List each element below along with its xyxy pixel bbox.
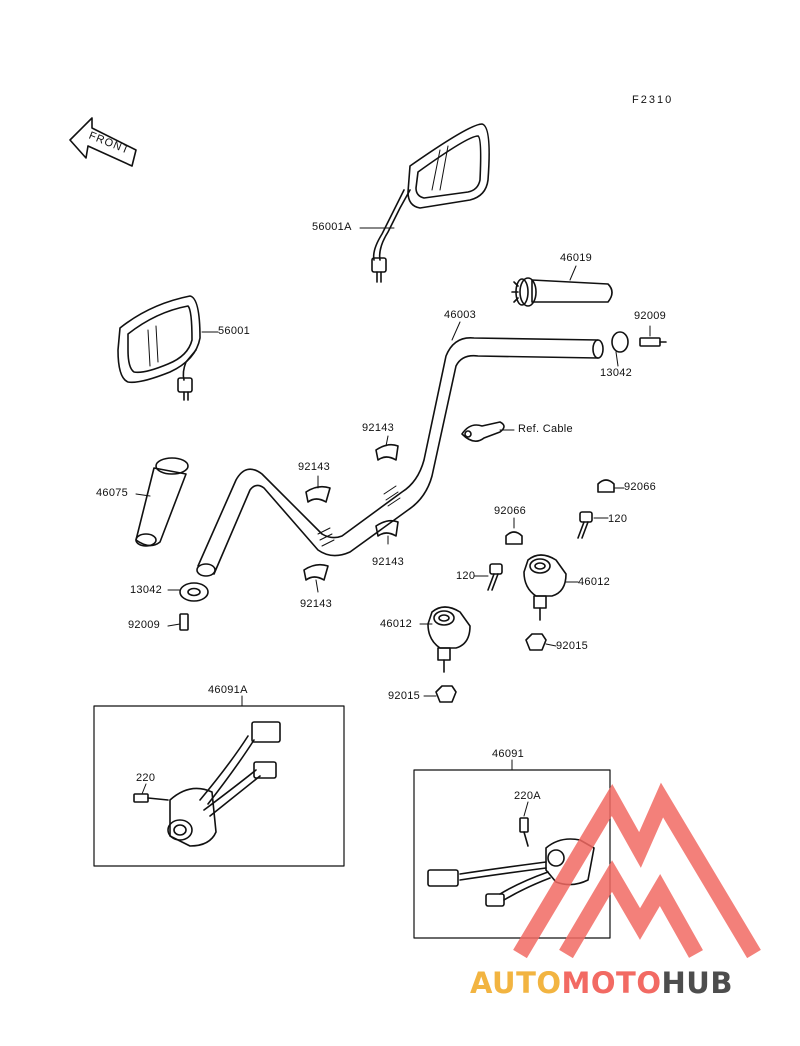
label-92015-2: 92015 (388, 690, 421, 702)
label-92143-3: 92143 (372, 556, 405, 568)
label-13042-left: 13042 (130, 584, 163, 596)
front-arrow-icon (69, 117, 137, 167)
label-56001: 56001 (218, 325, 251, 337)
watermark-moto: MOTO (561, 966, 662, 1000)
label-220: 220 (136, 772, 156, 784)
holder-right (523, 554, 567, 621)
nut-2 (435, 685, 457, 703)
handlebar (196, 337, 604, 577)
figure-code: F2310 (632, 94, 674, 106)
label-46019: 46019 (560, 252, 593, 264)
label-46003: 46003 (444, 309, 477, 321)
label-46091: 46091 (492, 748, 525, 760)
watermark-auto: AUTO (470, 966, 562, 1000)
switch-box-left-frame (93, 705, 345, 867)
label-13042-right: 13042 (600, 367, 633, 379)
label-92143-1: 92143 (362, 422, 395, 434)
watermark-text: AUTOMOTOHUB (470, 966, 733, 1000)
leader-lines (135, 227, 651, 817)
bolt-2 (487, 563, 503, 591)
shim-1 (375, 443, 399, 461)
mirror-right (371, 123, 490, 283)
watermark-logo-icon (513, 782, 761, 959)
bolt-1 (577, 511, 593, 539)
label-46012-2: 46012 (380, 618, 413, 630)
label-46012-1: 46012 (578, 576, 611, 588)
label-92143-2: 92143 (298, 461, 331, 473)
shim-3 (375, 519, 399, 537)
holder-left (427, 606, 471, 673)
nut-1 (525, 633, 547, 651)
shim-2 (305, 485, 331, 503)
cap-2 (505, 531, 523, 545)
shim-4 (303, 563, 329, 581)
cable-clamp (461, 421, 505, 442)
label-92015-1: 92015 (556, 640, 589, 652)
cap-1 (597, 479, 615, 493)
label-56001A: 56001A (312, 221, 352, 233)
label-92009-left: 92009 (128, 619, 161, 631)
label-92009-right: 92009 (634, 310, 667, 322)
label-120-2: 120 (456, 570, 476, 582)
bar-end-left (179, 582, 209, 631)
label-92066-1: 92066 (624, 481, 657, 493)
label-46091A: 46091A (208, 684, 248, 696)
front-label: FRONT (87, 130, 131, 157)
bar-end-right (611, 331, 667, 353)
label-92143-4: 92143 (300, 598, 333, 610)
label-220A: 220A (514, 790, 541, 802)
mirror-left (117, 295, 201, 401)
throttle-grip (511, 277, 613, 307)
label-92066-2: 92066 (494, 505, 527, 517)
label-120-1: 120 (608, 513, 628, 525)
label-46075: 46075 (96, 487, 129, 499)
left-grip (135, 457, 189, 547)
label-ref-cable: Ref. Cable (518, 423, 573, 435)
watermark-hub: HUB (661, 966, 733, 1000)
switch-right (427, 817, 595, 907)
switch-left (133, 721, 281, 847)
